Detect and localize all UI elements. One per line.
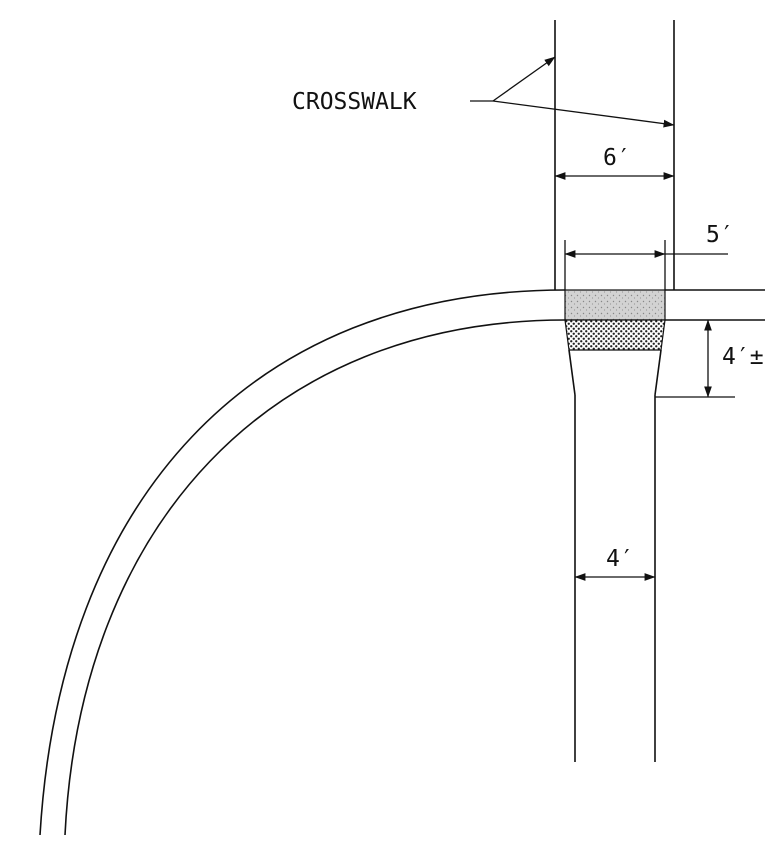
- crosswalk-leader-arrow-left: [492, 56, 556, 102]
- ramp-length-label: 4′±: [722, 344, 764, 370]
- ramp-top-surface: [564, 289, 666, 321]
- curb-inner-arc: [64, 319, 566, 836]
- crosswalk-label: CROSSWALK: [292, 89, 417, 115]
- sidewalk-width-label: 4′: [606, 546, 634, 572]
- ramp-right-flare: [654, 349, 662, 396]
- ramp-textured-surface: [564, 319, 666, 351]
- crosswalk-width-label: 6′: [603, 145, 631, 171]
- ramp-top-width-label: 5′: [706, 222, 734, 248]
- crosswalk-leader-arrow-right: [492, 100, 675, 128]
- ramp-left-flare: [568, 349, 576, 396]
- curb-outer-arc: [39, 289, 566, 836]
